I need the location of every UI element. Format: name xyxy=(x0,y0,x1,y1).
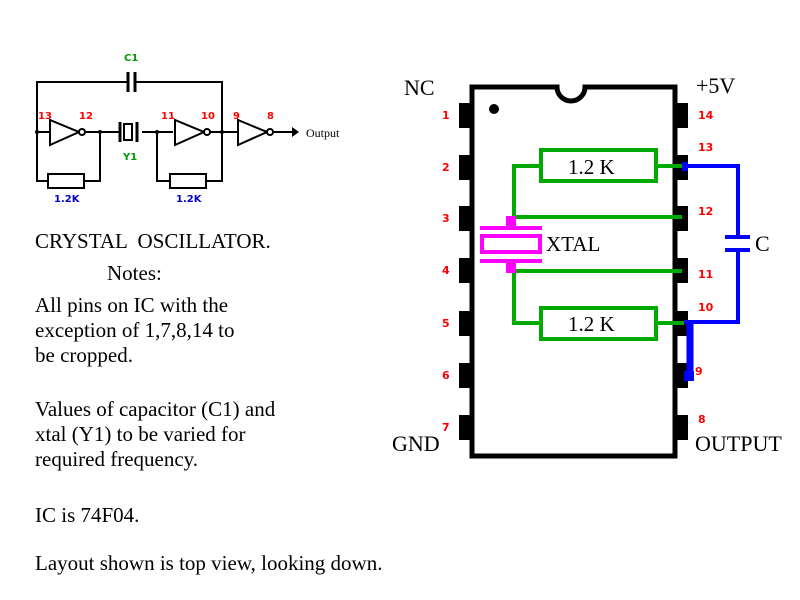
resistor-2 xyxy=(169,173,207,189)
pin-number-label: 6 xyxy=(442,369,450,382)
trace-r-bottom-left xyxy=(512,271,541,325)
pin-number-label: 11 xyxy=(698,268,713,281)
r1-wire-right xyxy=(84,132,101,182)
pin-label-12: 12 xyxy=(79,111,93,122)
notes-paragraph-4: Layout shown is top view, looking down. xyxy=(35,551,383,575)
pin-number-label: 5 xyxy=(442,317,450,330)
pad-13 xyxy=(682,162,688,171)
pin-number-label: 7 xyxy=(442,421,450,434)
pin-number-label: 14 xyxy=(698,109,714,122)
label-nc: NC xyxy=(404,75,435,100)
green-traces xyxy=(512,148,684,341)
trace-cap-bottom xyxy=(684,251,740,324)
notes-paragraph-1: All pins on IC with the exception of 1,7… xyxy=(35,293,235,367)
trace-cap-top xyxy=(684,164,740,236)
pin-number-label: 1 xyxy=(442,109,450,122)
inverter-3 xyxy=(237,118,270,147)
label-output: OUTPUT xyxy=(695,431,782,456)
inverter-1 xyxy=(49,118,82,147)
c1-wire-left xyxy=(36,81,128,132)
y1-body xyxy=(123,123,133,141)
pin1-indicator-dot xyxy=(489,104,499,114)
inverter-3-bubble xyxy=(266,128,274,136)
node-dot xyxy=(220,130,224,134)
output-arrow-icon xyxy=(292,127,299,137)
r1-wire-left xyxy=(36,132,48,182)
r2-wire-right xyxy=(206,132,223,182)
resistor-top-label: 1.2 K xyxy=(568,155,615,179)
pin-number-label: 12 xyxy=(698,205,713,218)
output-label: Output xyxy=(306,126,340,140)
label-5v: +5V xyxy=(696,73,735,98)
pin-number-label: 10 xyxy=(698,301,714,314)
notes-paragraph-3: IC is 74F04. xyxy=(35,503,140,527)
pin-number-label: 13 xyxy=(698,141,713,154)
schematic xyxy=(36,72,292,189)
y1-label: Y1 xyxy=(122,152,137,163)
pin-label-11: 11 xyxy=(161,111,175,122)
notes-paragraph-2: Values of capacitor (C1) and xtal (Y1) t… xyxy=(35,397,276,471)
pin-number-label: 3 xyxy=(442,212,450,225)
r2-wire-left xyxy=(156,132,170,182)
xtal-label: XTAL xyxy=(546,232,600,256)
label-gnd: GND xyxy=(392,431,440,456)
c1-label: C1 xyxy=(124,53,138,64)
pin-label-13: 13 xyxy=(38,111,52,122)
inverter-1-bubble xyxy=(78,128,86,136)
node-dot xyxy=(98,130,102,134)
pin-number-label: 4 xyxy=(442,264,450,277)
inverter-2 xyxy=(174,118,207,147)
pin-number-label: 2 xyxy=(442,161,450,174)
resistor-2-label: 1.2K xyxy=(176,194,203,205)
node-dot xyxy=(35,130,39,134)
c1-wire-right xyxy=(135,81,223,132)
pin-label-10: 10 xyxy=(201,111,215,122)
resistor-bottom-label: 1.2 K xyxy=(568,312,615,336)
crystal-xtal xyxy=(480,216,542,273)
notes-title: CRYSTAL OSCILLATOR. xyxy=(35,229,271,253)
trace-r-top-left xyxy=(512,164,541,217)
pad-9 xyxy=(684,371,694,381)
capacitor-c-label: C xyxy=(755,231,770,256)
pin-label-8: 8 xyxy=(267,111,274,122)
blue-traces xyxy=(684,164,750,378)
resistor-1 xyxy=(47,173,85,189)
notes-subtitle: Notes: xyxy=(107,261,162,285)
pin-number-label: 9 xyxy=(695,365,703,378)
pin-label-9: 9 xyxy=(233,111,240,122)
node-dot xyxy=(155,130,159,134)
resistor-1-label: 1.2K xyxy=(54,194,81,205)
pin-number-label: 8 xyxy=(698,413,706,426)
inverter-2-bubble xyxy=(203,128,211,136)
